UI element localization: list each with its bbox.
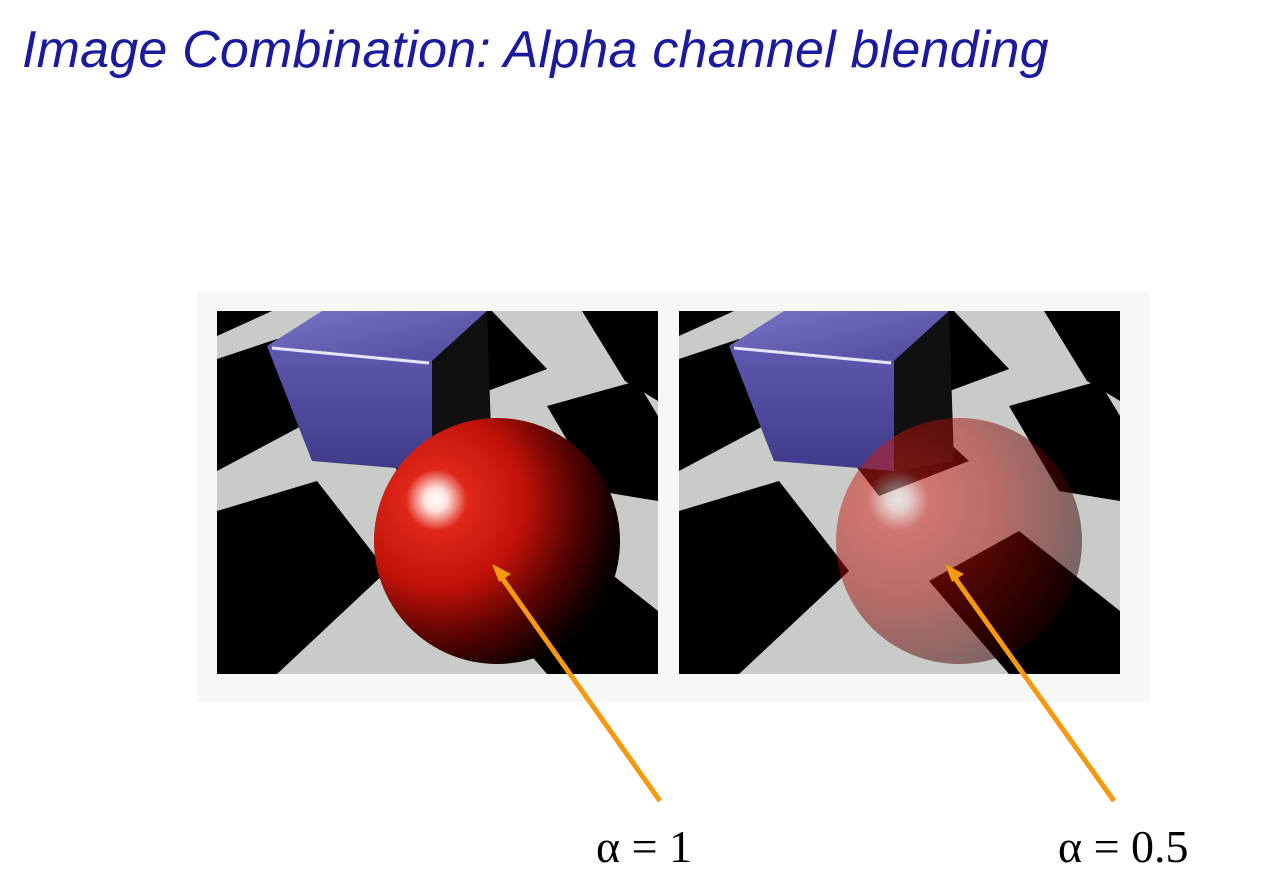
red-sphere-translucent [836, 418, 1082, 664]
alpha-label-opaque: α = 1 [596, 821, 693, 872]
slide-title: Image Combination: Alpha channel blendin… [22, 21, 1049, 79]
render-transparent-sphere [679, 311, 1120, 674]
render-opaque-sphere [217, 311, 658, 674]
red-sphere [374, 418, 620, 664]
alpha-label-translucent: α = 0.5 [1058, 821, 1189, 872]
